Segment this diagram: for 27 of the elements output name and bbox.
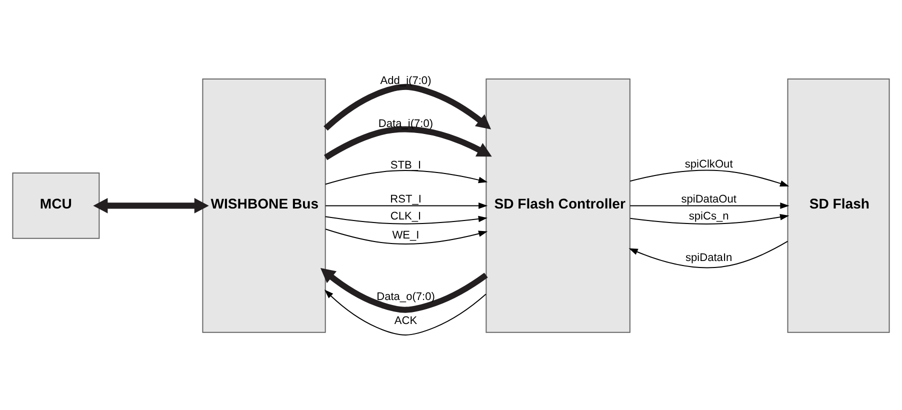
edge-label: WE_I	[392, 230, 420, 242]
edge-label: RST_I	[390, 193, 422, 206]
node-box: SD Flash	[787, 78, 890, 333]
node-box: SD Flash Controller	[486, 78, 630, 333]
edge-label: Data_o(7:0)	[376, 290, 435, 303]
arrow	[628, 240, 788, 268]
arrow	[324, 290, 486, 336]
node-box: WISHBONE Bus	[202, 78, 326, 333]
arrow	[325, 170, 488, 185]
edge-label: spiDataOut	[681, 193, 736, 206]
arrow	[325, 216, 488, 224]
arrow	[326, 202, 488, 209]
edge-label: spiCs_n	[688, 210, 729, 223]
arrow	[325, 228, 488, 244]
arrow	[320, 268, 488, 313]
edge-label: CLK_I	[390, 210, 422, 223]
edge-label: spiClkOut	[684, 158, 733, 170]
arrow	[630, 170, 790, 186]
arrow	[324, 84, 492, 131]
edge-label: STB_I	[390, 159, 422, 172]
arrow	[93, 198, 209, 214]
node-box: MCU	[12, 172, 100, 239]
arrow	[324, 126, 492, 160]
edge-label: spiDataIn	[686, 252, 732, 264]
edge-label: ACK	[394, 315, 418, 328]
arrow	[630, 202, 790, 209]
arrow	[630, 214, 790, 224]
